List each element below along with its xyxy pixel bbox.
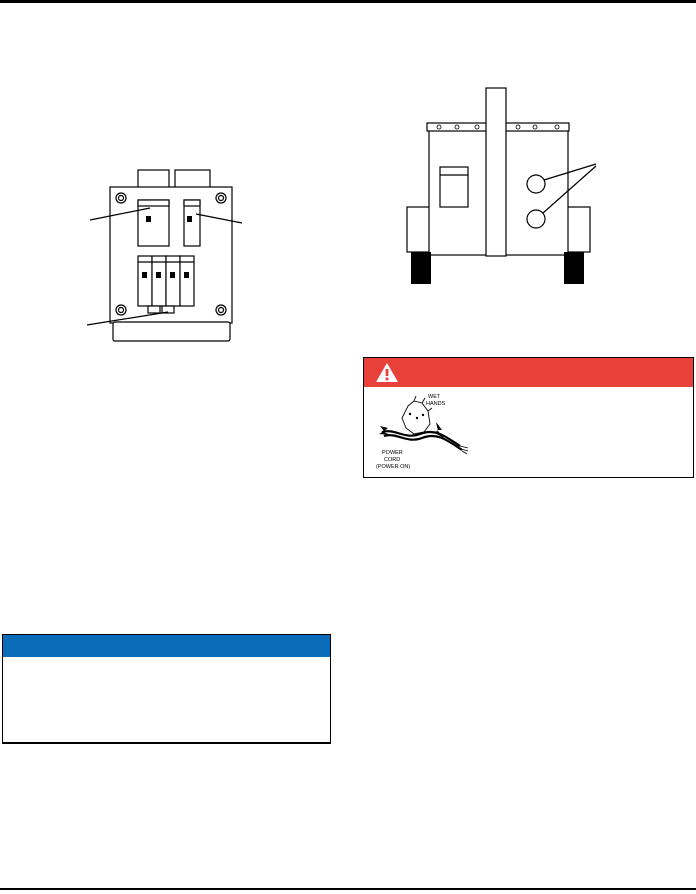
notice-box <box>2 634 331 744</box>
notice-header-bar <box>3 635 330 657</box>
hands-label: HANDS <box>426 401 446 407</box>
bottom-rule <box>0 888 696 890</box>
wet-label: WET <box>428 394 441 400</box>
warning-header-bar <box>364 358 693 387</box>
circuit-breaker-panel-icon <box>86 169 243 342</box>
wet-hands-power-cord-icon: WET HANDS POWER CORD (POWER ON) <box>376 394 469 470</box>
top-rule <box>0 0 696 3</box>
cord-label: CORD <box>384 457 400 463</box>
power-label: POWER <box>382 450 403 456</box>
warning-triangle-icon <box>376 363 398 382</box>
warning-box: WET HANDS POWER CORD (POWER ON) <box>363 357 694 478</box>
generator-rear-view-icon <box>406 87 597 284</box>
power-on-label: (POWER ON) <box>376 464 410 470</box>
